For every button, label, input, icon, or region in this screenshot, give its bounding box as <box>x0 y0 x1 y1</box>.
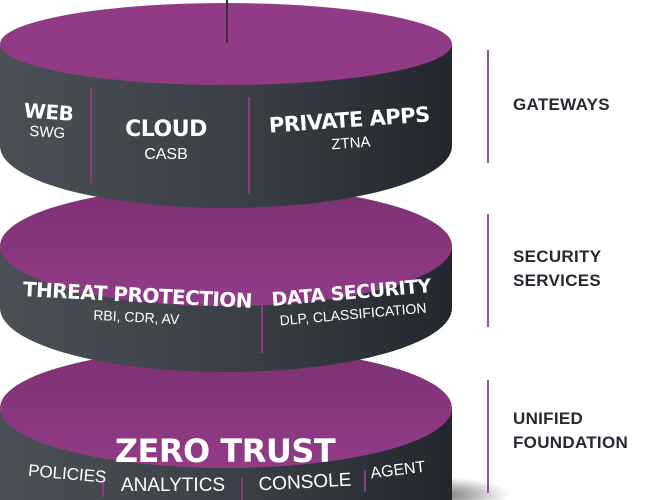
separator <box>90 88 92 183</box>
section-title: CLOUD <box>125 117 207 142</box>
separator <box>261 268 263 353</box>
category-bar <box>487 214 489 327</box>
foundation-item: ANALYTICS <box>120 475 226 496</box>
section-cloud: CLOUD CASB <box>100 117 232 164</box>
section-web: WEB SWG <box>17 98 80 143</box>
category-bar <box>487 50 489 163</box>
category-label-unified-foundation: UNIFIED FOUNDATION <box>513 409 629 452</box>
layer-security-services <box>0 186 452 372</box>
separator <box>364 470 366 492</box>
layer-top <box>0 348 452 468</box>
section-zero-trust: ZERO TRUST <box>90 432 360 470</box>
layer-title: ZERO TRUST <box>114 432 336 470</box>
layer-top <box>0 3 452 85</box>
category-label-gateways: GATEWAYS <box>513 95 610 114</box>
layer-unified-foundation <box>0 348 452 500</box>
category-label-security-services: SECURITY SERVICES <box>513 247 602 290</box>
separator <box>102 475 104 497</box>
layer-side <box>0 46 452 208</box>
layer-top <box>0 186 452 306</box>
separator <box>241 478 243 500</box>
category-bar <box>487 380 489 493</box>
section-title: WEB <box>23 98 75 126</box>
layer-gateways <box>0 0 452 208</box>
section-subtitle: CASB <box>144 146 188 163</box>
separator <box>248 97 250 194</box>
